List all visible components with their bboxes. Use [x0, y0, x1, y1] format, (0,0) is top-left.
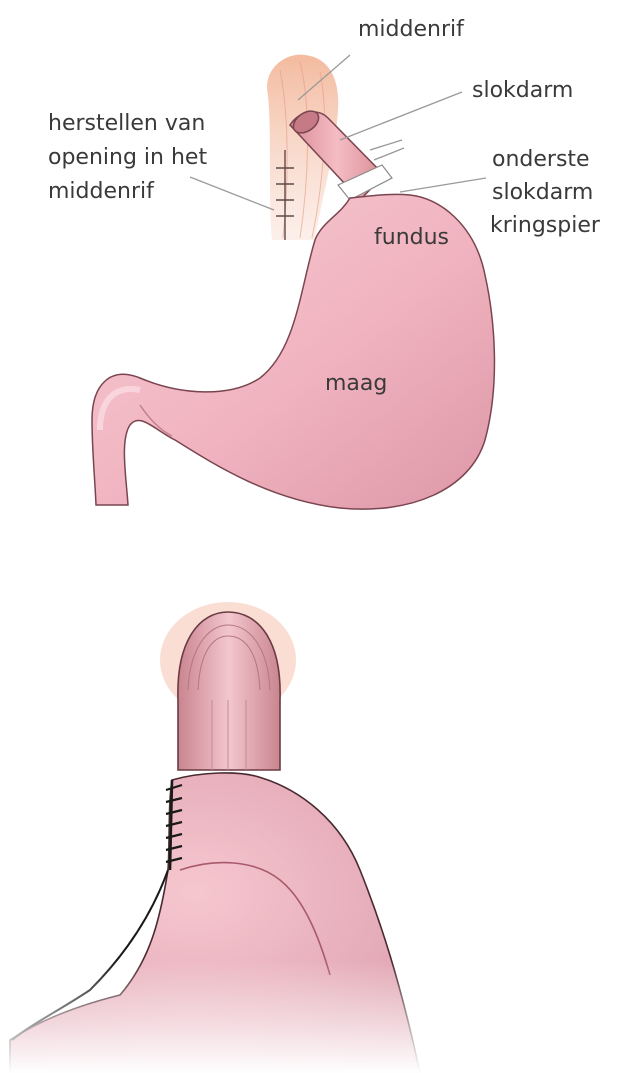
leader-slokdarm [340, 92, 462, 140]
label-slokdarm: slokdarm [472, 78, 573, 103]
label-herstellen-2: opening in het [48, 145, 207, 170]
leader-onderste [400, 178, 486, 192]
label-middenrif: middenrif [358, 17, 465, 42]
label-herstellen-1: herstellen van [48, 111, 205, 136]
label-onderste-1: onderste [492, 147, 590, 172]
top-illustration: middenrif slokdarm herstellen van openin… [48, 17, 601, 509]
label-maag: maag [325, 371, 387, 396]
bottom-illustration [0, 602, 621, 1073]
leader-herstellen [190, 177, 274, 210]
label-onderste-2: slokdarm [492, 180, 593, 205]
label-onderste-3: kringspier [490, 213, 601, 238]
label-fundus: fundus [374, 225, 449, 250]
label-herstellen-3: middenrif [48, 179, 155, 204]
